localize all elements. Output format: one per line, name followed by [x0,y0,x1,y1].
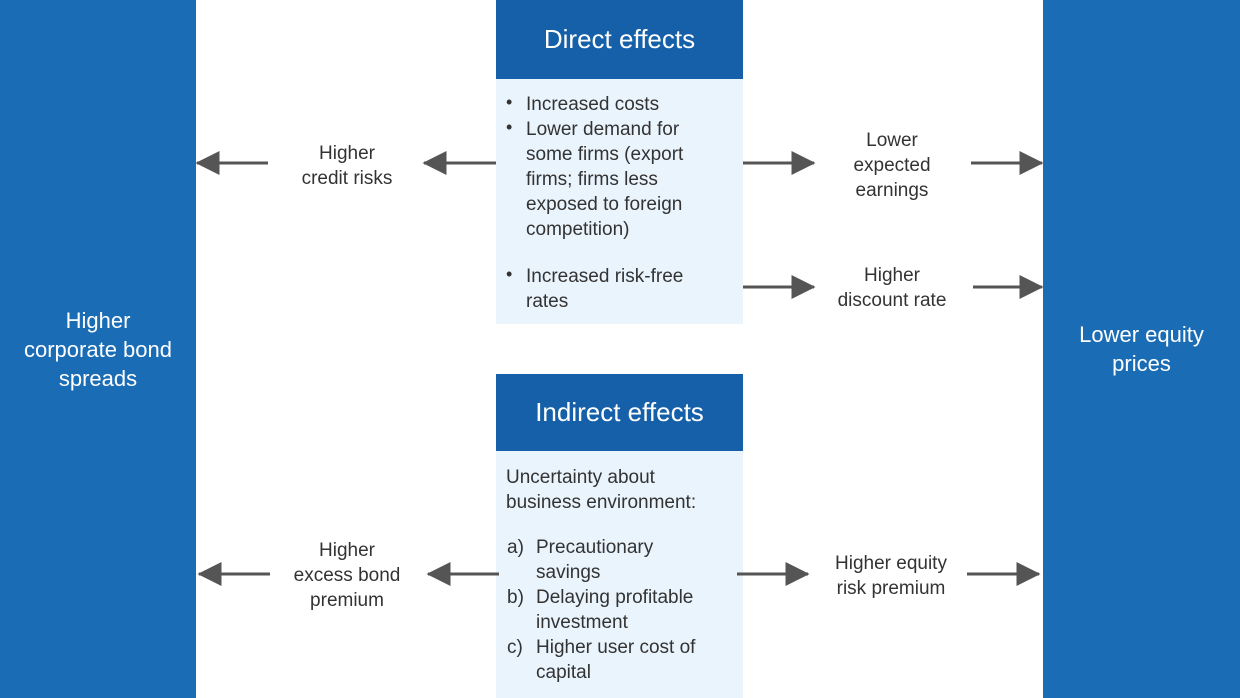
outcome-box-equity-prices: Lower equity prices [1043,0,1240,698]
direct-bullet-item: • Increased costs [496,92,743,117]
option-key: a) [507,537,524,558]
option-text: Precautionary savings [536,537,654,583]
option-key: c) [507,637,523,658]
equity-prices-label: Lower equity prices [1079,322,1204,376]
direct-bullet-text: Increased risk-free rates [526,266,684,312]
indirect-effects-body: Uncertainty about business environment: … [496,451,743,698]
bond-spreads-label: Higher corporate bond spreads [24,307,172,391]
equity-risk-premium-label: Higher equity risk premium [835,553,947,599]
indirect-option-item: c) Higher user cost of capital [496,635,743,685]
bullet-icon: • [506,92,513,112]
direct-effects-title: Direct effects [543,24,696,54]
indirect-option-list: a) Precautionary savings b) Delaying pro… [496,535,743,685]
direct-bullet-item: • Lower demand for some firms (export fi… [496,117,743,242]
option-key: b) [507,587,524,608]
direct-effects-body: • Increased costs • Lower demand for som… [496,79,743,324]
indirect-effects-header: Indirect effects [496,374,743,451]
expected-earnings-label: Lower expected earnings [853,130,931,201]
option-text: Delaying profitable investment [536,587,694,633]
direct-bullet-list: • Increased costs • Lower demand for som… [496,92,743,314]
uncertainty-intro: Uncertainty about business environment: [506,467,697,513]
direct-bullet-text: Lower demand for some firms (export firm… [526,119,684,240]
option-text: Higher user cost of capital [536,637,696,683]
credit-risks-label: Higher credit risks [301,143,393,189]
bullet-icon: • [506,264,513,284]
bullet-icon: • [506,117,513,137]
excess-bond-premium-label: Higher excess bond premium [293,540,401,611]
direct-effects-header: Direct effects [496,0,743,79]
indirect-effects-title: Indirect effects [535,397,704,427]
indirect-option-item: a) Precautionary savings [496,535,743,585]
indirect-option-item: b) Delaying profitable investment [496,585,743,635]
direct-bullet-item: • Increased risk-free rates [496,264,743,314]
outcome-box-bond-spreads: Higher corporate bond spreads [0,0,196,698]
direct-bullet-text: Increased costs [526,94,660,115]
discount-rate-label: Higher discount rate [837,265,947,311]
